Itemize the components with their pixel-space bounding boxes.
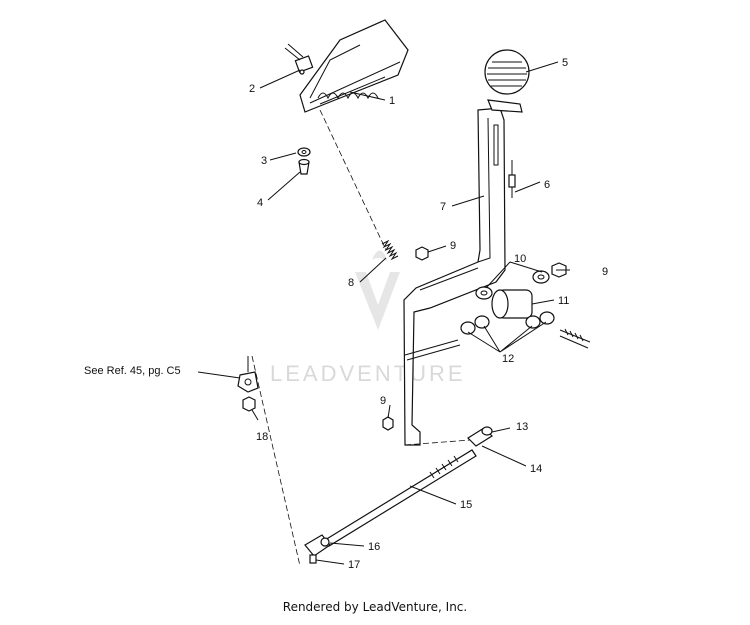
callout-10: 10: [514, 253, 526, 265]
pivot-bolt: [404, 328, 591, 361]
spring-clip: [317, 76, 386, 105]
watermark-text: LEADVENTURE: [270, 361, 466, 386]
callout-9: 9: [380, 395, 386, 407]
callout-14: 14: [530, 463, 542, 475]
bumper: [298, 158, 310, 175]
rod-end-upper: [467, 426, 493, 447]
wire-connector: [284, 43, 314, 75]
callout-12: 12: [502, 353, 514, 365]
callout-15: 15: [460, 499, 472, 511]
brake-rod: [324, 449, 477, 547]
callout-18: 18: [256, 431, 268, 443]
callout-5: 5: [562, 57, 568, 69]
leader-lines: [197, 61, 570, 565]
spring-path: [319, 109, 387, 251]
link-path: [404, 439, 471, 446]
rod-end-lower: [304, 534, 331, 564]
callout-2: 2: [249, 83, 255, 95]
brake-pedal: [403, 107, 506, 446]
callout-16: 16: [368, 541, 380, 553]
washer: [297, 147, 311, 157]
spacer-washers: [460, 270, 555, 335]
callout-3: 3: [261, 155, 267, 167]
callout-13: 13: [516, 421, 528, 433]
callout-1: 1: [389, 95, 395, 107]
pedal-pad: [484, 49, 530, 113]
callout-6: 6: [544, 179, 550, 191]
callout-8: 8: [348, 277, 354, 289]
return-spring: [381, 239, 399, 261]
callout-9: 9: [602, 266, 608, 278]
callout-17: 17: [348, 559, 360, 571]
brake-switch: [508, 160, 516, 198]
callout-11: 11: [558, 295, 569, 307]
watermark: LEADVENTURE: [270, 250, 466, 386]
callout-7: 7: [440, 201, 446, 213]
link-path: [251, 355, 301, 567]
footer-credit: Rendered by LeadVenture, Inc.: [282, 600, 468, 614]
callout-9: 9: [450, 240, 456, 252]
frame-bracket: [299, 19, 409, 113]
brake-arm: [237, 356, 259, 393]
callout-4: 4: [257, 197, 263, 209]
reference-note: See Ref. 45, pg. C5: [84, 365, 181, 377]
pivot-bushing: [491, 289, 533, 319]
